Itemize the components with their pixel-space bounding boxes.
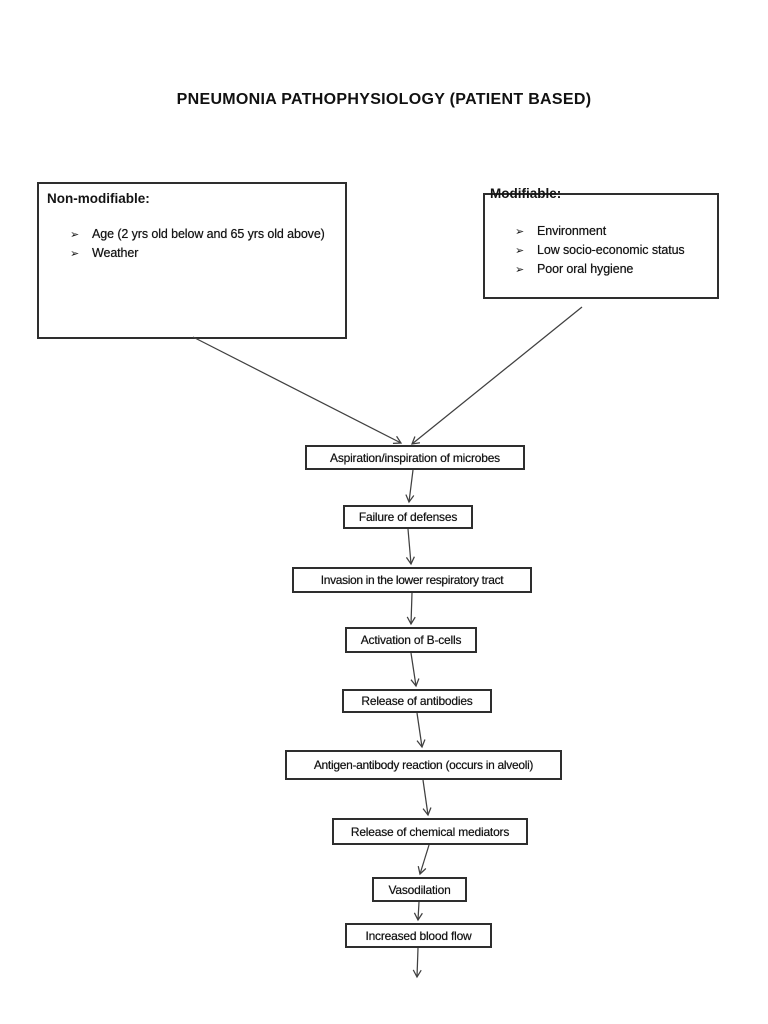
connector-step5-step6 xyxy=(416,712,422,747)
flow-step-failure-of-defenses: Failure of defenses xyxy=(343,505,473,529)
list-item: ➢ Low socio-economic status xyxy=(515,241,685,260)
arrow-bullet-icon: ➢ xyxy=(70,229,80,241)
connector-nonmodifiable-to-step1 xyxy=(192,336,401,443)
connector-step8-step9 xyxy=(418,901,419,920)
non-modifiable-box: Non-modifiable: ➢ Age (2 yrs old below a… xyxy=(37,182,347,339)
flow-step-increased-blood-flow: Increased blood flow xyxy=(345,923,492,948)
flow-step-vasodilation: Vasodilation xyxy=(372,877,467,902)
arrow-bullet-icon: ➢ xyxy=(515,245,525,257)
flow-step-release-chemical-mediators: Release of chemical mediators xyxy=(332,818,528,845)
non-modifiable-list: ➢ Age (2 yrs old below and 65 yrs old ab… xyxy=(70,225,325,263)
non-modifiable-heading: Non-modifiable: xyxy=(47,191,150,206)
list-item-label: Poor oral hygiene xyxy=(537,262,634,276)
connector-modifiable-to-step1 xyxy=(412,306,583,444)
modifiable-heading: Modifiable: xyxy=(490,186,562,201)
list-item-label: Weather xyxy=(92,246,139,260)
list-item: ➢ Poor oral hygiene xyxy=(515,260,685,279)
connector-step7-step8 xyxy=(420,844,430,874)
list-item: ➢ Age (2 yrs old below and 65 yrs old ab… xyxy=(70,225,325,244)
flow-step-activation-b-cells: Activation of B-cells xyxy=(345,627,477,653)
connector-step1-step2 xyxy=(409,469,413,502)
connector-step2-step3 xyxy=(408,528,411,564)
flow-step-antigen-antibody-reaction: Antigen-antibody reaction (occurs in alv… xyxy=(285,750,562,780)
connector-step4-step5 xyxy=(410,652,416,686)
list-item-label: Age (2 yrs old below and 65 yrs old abov… xyxy=(92,227,325,241)
list-item-label: Environment xyxy=(537,224,607,238)
modifiable-list: ➢ Environment ➢ Low socio-economic statu… xyxy=(515,222,685,279)
flow-step-invasion-lower-respiratory-tract: Invasion in the lower respiratory tract xyxy=(292,567,532,593)
arrow-bullet-icon: ➢ xyxy=(515,264,525,276)
connector-step9-down xyxy=(417,947,418,977)
page-title: PNEUMONIA PATHOPHYSIOLOGY (PATIENT BASED… xyxy=(176,91,592,108)
modifiable-box: Modifiable: ➢ Environment ➢ Low socio-ec… xyxy=(483,186,719,299)
arrow-bullet-icon: ➢ xyxy=(515,226,525,238)
list-item: ➢ Environment xyxy=(515,222,685,241)
connector-step6-step7 xyxy=(422,779,428,815)
connector-step3-step4 xyxy=(411,592,412,624)
flow-step-release-antibodies: Release of antibodies xyxy=(342,689,492,713)
arrow-bullet-icon: ➢ xyxy=(70,248,80,260)
list-item-label: Low socio-economic status xyxy=(537,243,685,257)
flow-step-aspiration: Aspiration/inspiration of microbes xyxy=(305,445,525,470)
list-item: ➢ Weather xyxy=(70,244,325,263)
